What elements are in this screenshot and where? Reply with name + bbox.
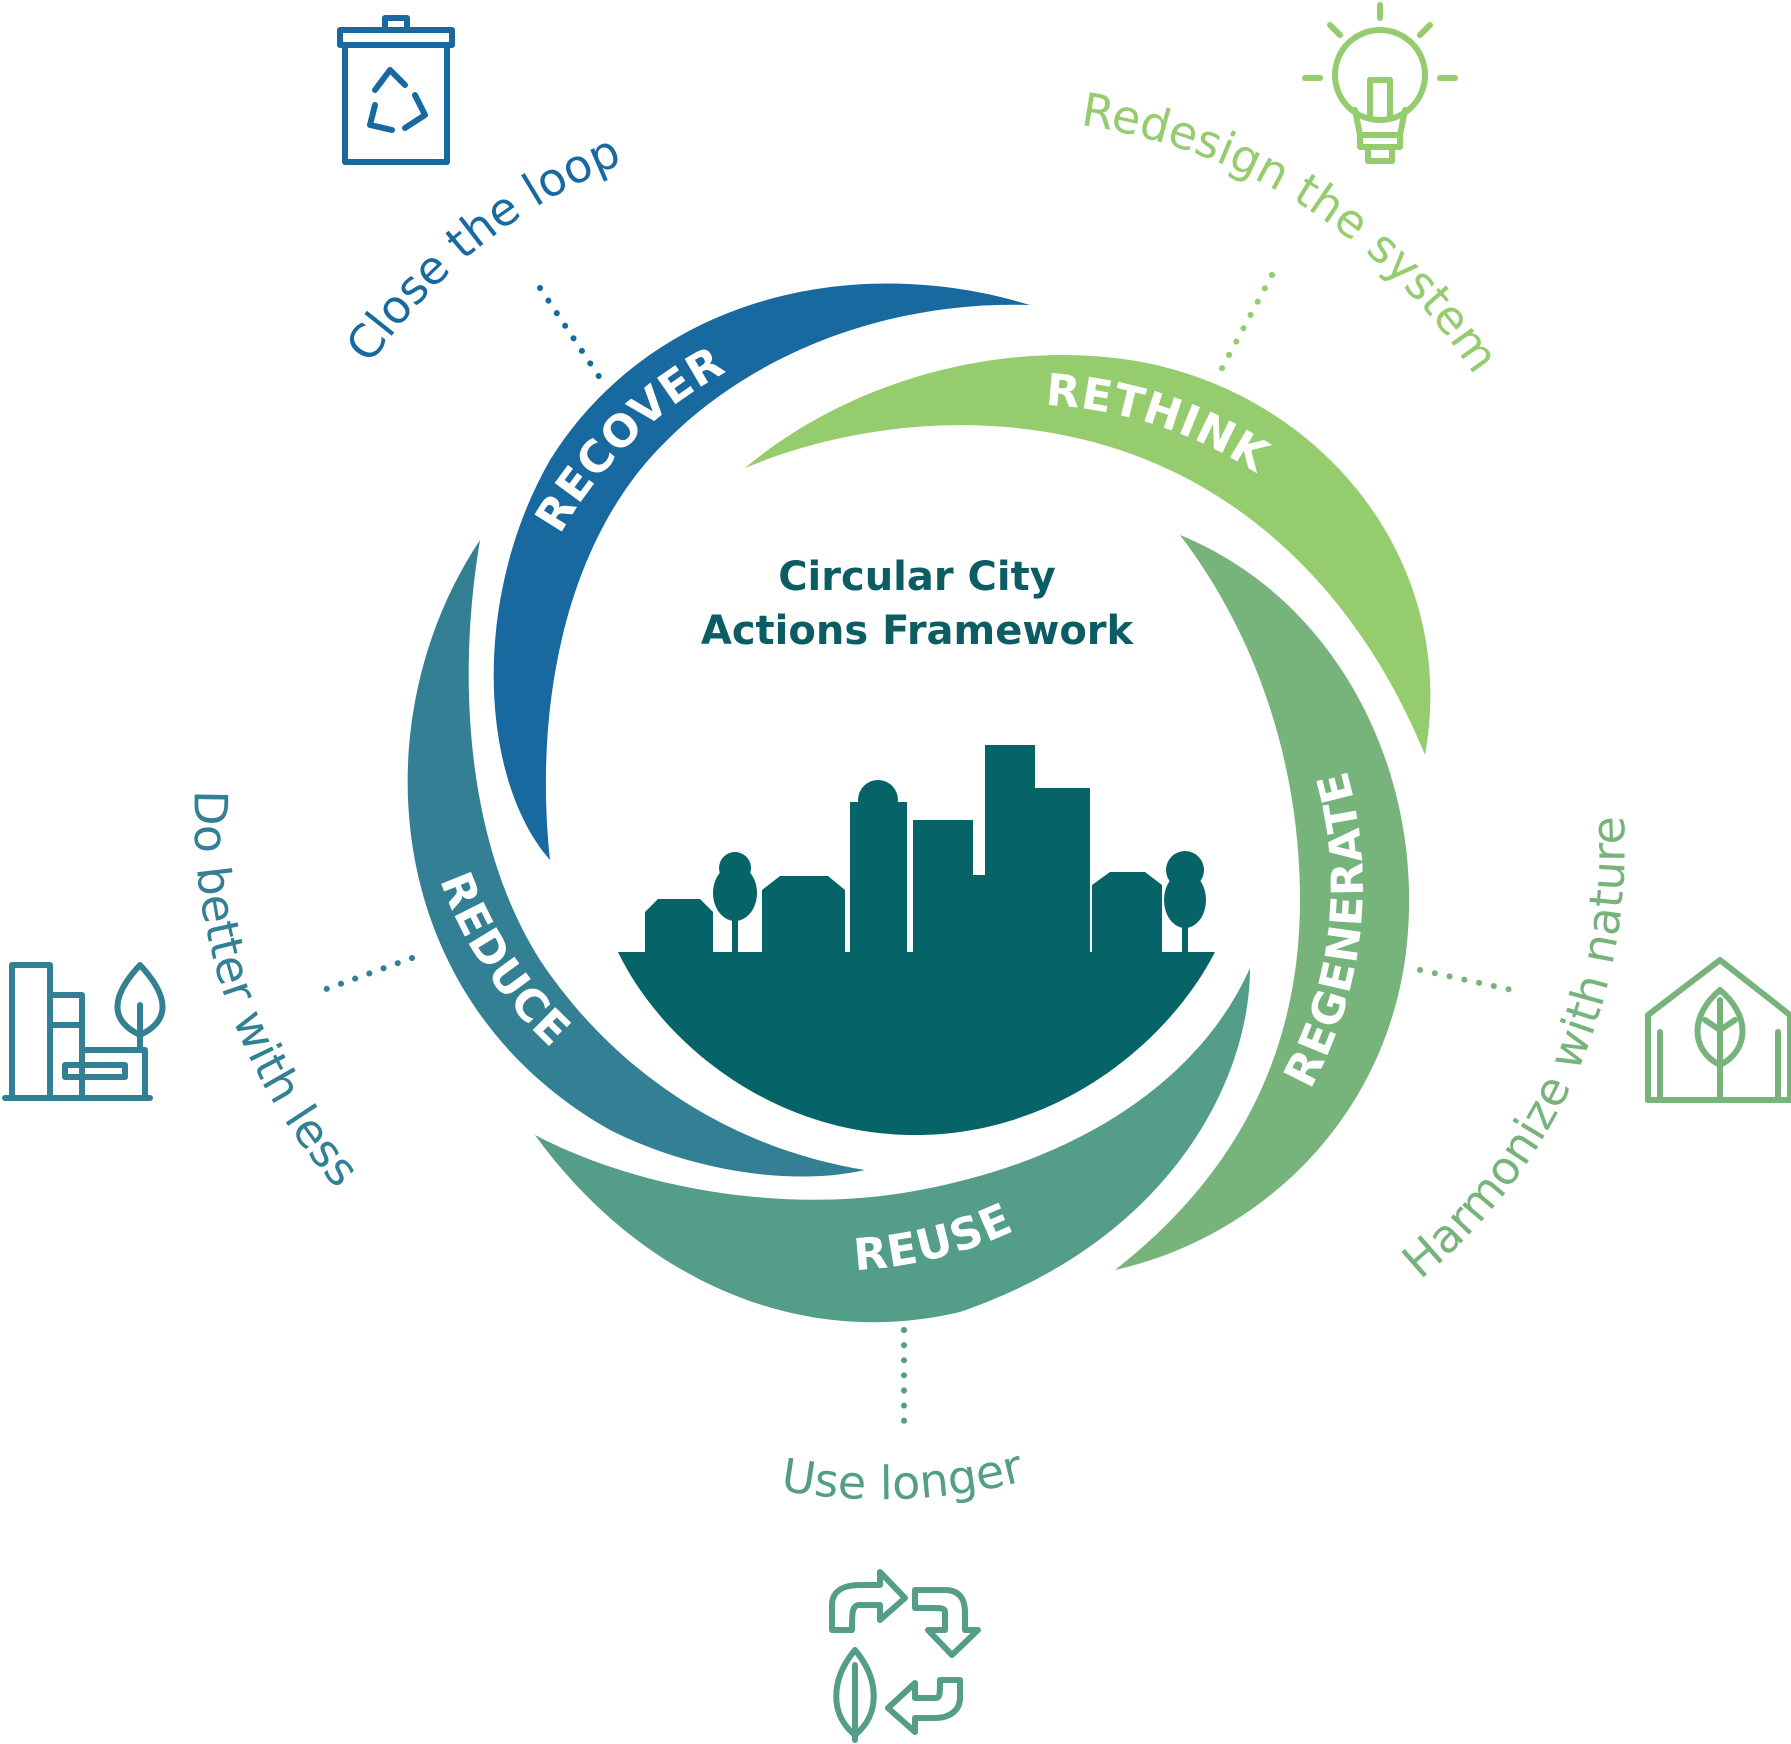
rethink-arc — [745, 354, 1431, 755]
reuse-outer-label: Use longer — [778, 1439, 1027, 1510]
regenerate-arc — [1115, 535, 1410, 1270]
reduce-outer-label: Do better with less — [183, 790, 370, 1197]
reduce-arc — [407, 540, 865, 1177]
factory-tree-icon — [2, 962, 166, 1101]
regenerate-connector — [1417, 967, 1515, 993]
lightbulb-icon — [1302, 2, 1458, 164]
reduce-connector — [315, 955, 415, 995]
recover-arc — [493, 283, 1030, 860]
recycle-bin-icon — [337, 15, 455, 165]
recycle-arrows-leaf-icon — [829, 1569, 981, 1743]
recover-arc-label: RECOVER — [526, 336, 733, 540]
house-leaf-icon — [1645, 957, 1791, 1103]
rethink-outer-label: Redesign the system — [1078, 82, 1510, 382]
center-title-line2: Actions Framework — [701, 608, 1135, 654]
recover-connector — [537, 285, 603, 381]
reuse-arc — [535, 968, 1250, 1323]
regenerate-outer-label: Harmonize with nature — [1392, 815, 1636, 1288]
center-title-line1: Circular City — [778, 554, 1056, 600]
rethink-connector — [1217, 272, 1275, 375]
city-skyline — [618, 745, 1215, 1135]
